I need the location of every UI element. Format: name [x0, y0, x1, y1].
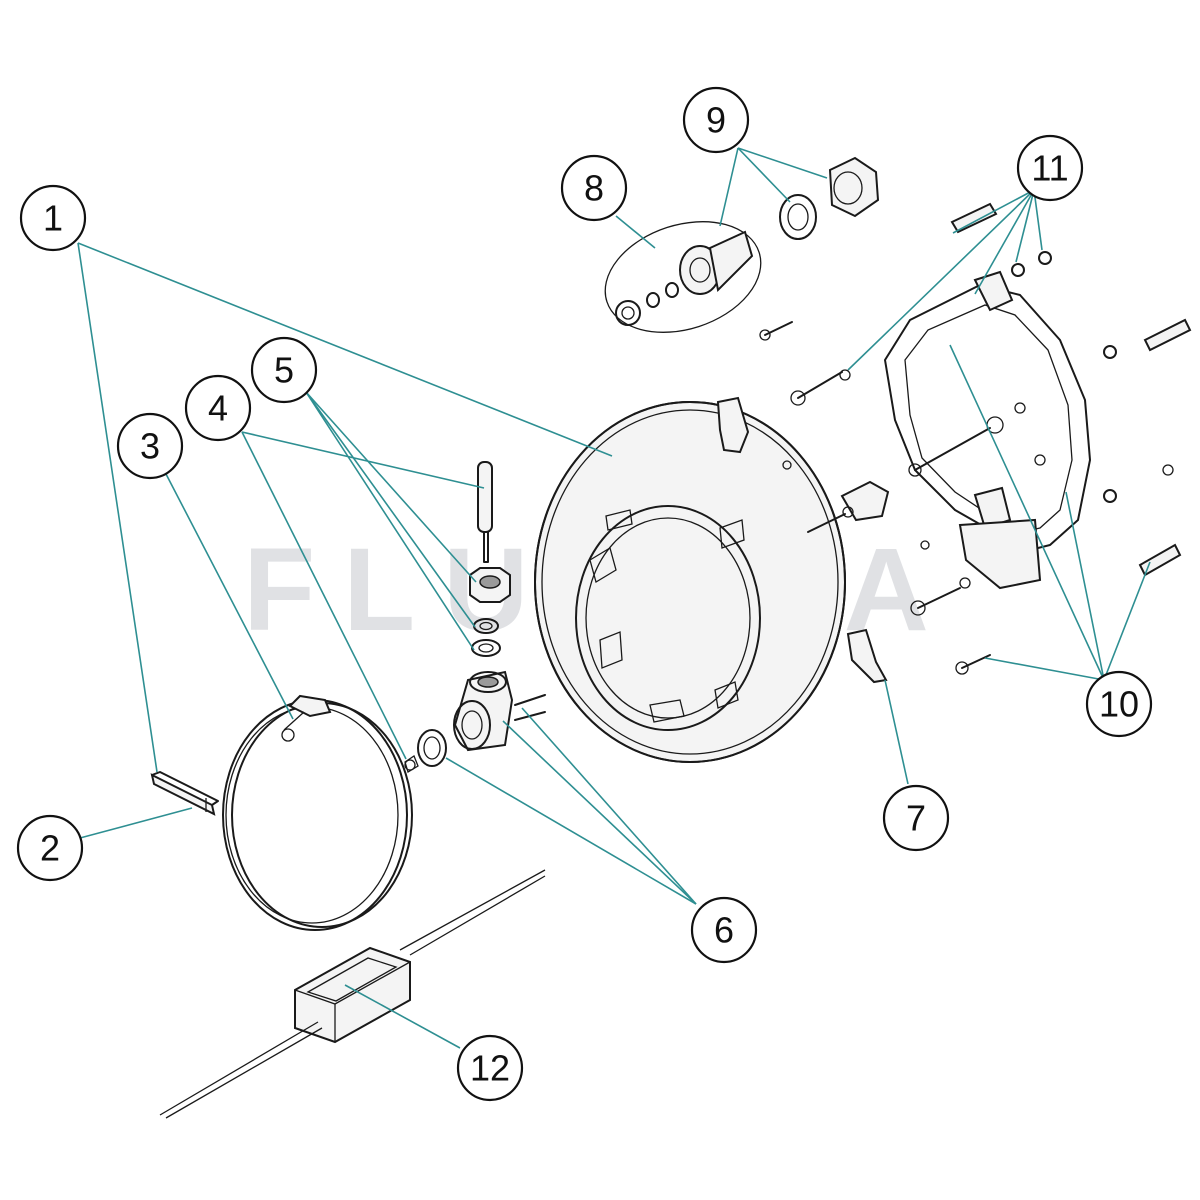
callout-1: 1: [19, 184, 87, 252]
svg-text:1: 1: [43, 198, 63, 239]
callout-8: 8: [560, 154, 628, 222]
callout-11: 11: [1016, 134, 1084, 202]
cable-elbow-fitting: [417, 670, 546, 767]
svg-text:5: 5: [274, 350, 294, 391]
svg-text:10: 10: [1099, 684, 1139, 725]
faceplate-ring: [534, 401, 846, 763]
svg-text:12: 12: [470, 1048, 510, 1089]
power-driver-unit: [159, 869, 546, 1119]
lens-ring: [222, 694, 413, 931]
leader-lines: [77, 147, 1151, 1049]
svg-text:4: 4: [208, 388, 228, 429]
retaining-bar: [150, 771, 219, 816]
washer-hex-nut: [779, 156, 880, 240]
callout-4: 4: [184, 374, 252, 442]
svg-text:11: 11: [1031, 148, 1068, 189]
wall-fitting-assembly: [604, 221, 762, 333]
mounting-clips: [716, 396, 890, 684]
callout-2: 2: [16, 814, 84, 882]
rear-housing-bracket: [884, 270, 1091, 590]
svg-text:6: 6: [714, 910, 734, 951]
callout-5: 5: [250, 336, 318, 404]
svg-text:7: 7: [906, 798, 926, 839]
callout-10: 10: [1085, 670, 1153, 738]
callout-6: 6: [690, 896, 758, 964]
svg-text:3: 3: [140, 426, 160, 467]
callout-7: 7: [882, 784, 950, 852]
svg-text:9: 9: [706, 100, 726, 141]
callout-12: 12: [456, 1034, 524, 1102]
callout-9: 9: [682, 86, 750, 154]
screws-and-anchors: [759, 202, 1192, 675]
svg-text:2: 2: [40, 828, 60, 869]
svg-text:8: 8: [584, 168, 604, 209]
callout-3: 3: [116, 412, 184, 480]
screwdriver-pin: [404, 461, 493, 773]
